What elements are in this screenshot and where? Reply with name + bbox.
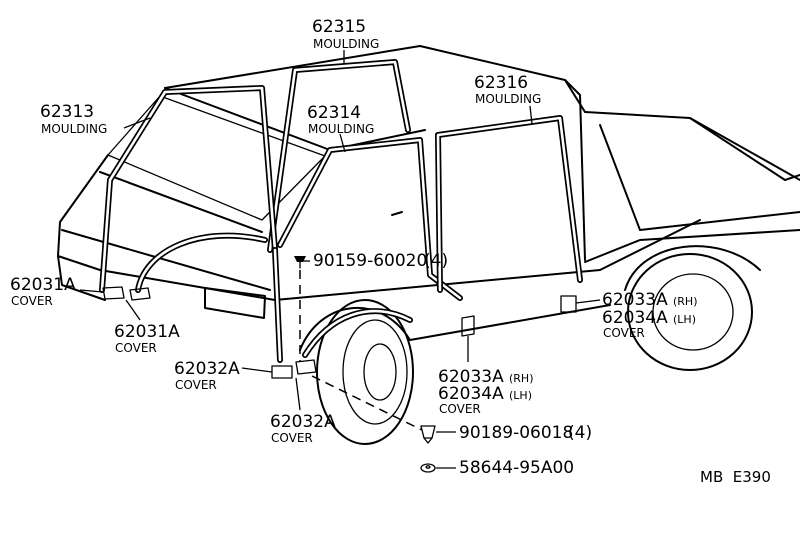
- svg-text:COVER: COVER: [271, 431, 313, 445]
- callout-62315: 62315 MOULDING: [312, 17, 379, 51]
- svg-text:MOULDING: MOULDING: [308, 122, 374, 136]
- svg-text:62031A: 62031A: [10, 275, 76, 295]
- svg-text:(RH): (RH): [509, 372, 534, 385]
- svg-text:62032A: 62032A: [270, 412, 336, 432]
- svg-text:62034A: 62034A: [438, 384, 504, 404]
- callout-screw: 90159-60020 (4): [313, 251, 448, 271]
- svg-text:62031A: 62031A: [114, 322, 180, 342]
- svg-text:(LH): (LH): [673, 313, 696, 326]
- svg-text:58644-95A00: 58644-95A00: [459, 458, 574, 478]
- clip-icon: [420, 425, 436, 444]
- svg-text:(LH): (LH): [509, 389, 532, 402]
- svg-text:62316: 62316: [474, 73, 528, 93]
- callout-62033a-center: 62033A (RH) 62034A (LH) COVER: [438, 367, 534, 416]
- washer-icon: [420, 463, 436, 473]
- callout-62031a-right: 62031A COVER: [114, 322, 180, 355]
- cover-parts: [102, 286, 577, 379]
- screw-icon: [294, 256, 306, 269]
- moulding-62315: [267, 59, 411, 253]
- svg-text:62033A: 62033A: [602, 290, 668, 310]
- callout-62032a-bottom: 62032A COVER: [270, 412, 336, 445]
- callout-62314: 62314 MOULDING: [307, 103, 374, 136]
- svg-text:62034A: 62034A: [602, 308, 668, 328]
- svg-text:(RH): (RH): [673, 295, 698, 308]
- wheel-arch-moulding: [135, 232, 413, 358]
- callout-62313: 62313 MOULDING: [40, 102, 107, 136]
- svg-text:62315: 62315: [312, 17, 366, 37]
- moulding-62313: [99, 85, 278, 293]
- svg-text:COVER: COVER: [175, 378, 217, 392]
- leader-lines: [79, 50, 601, 469]
- svg-text:62032A: 62032A: [174, 359, 240, 379]
- callout-62031a-left: 62031A COVER: [10, 275, 76, 308]
- svg-text:62314: 62314: [307, 103, 361, 123]
- svg-text:(4): (4): [424, 251, 448, 271]
- svg-text:MOULDING: MOULDING: [475, 92, 541, 106]
- svg-text:COVER: COVER: [115, 341, 157, 355]
- svg-text:62313: 62313: [40, 102, 94, 122]
- svg-text:62033A: 62033A: [438, 367, 504, 387]
- svg-text:COVER: COVER: [603, 326, 645, 340]
- callout-clip: 90189-06018 (4): [459, 423, 592, 443]
- svg-text:COVER: COVER: [11, 294, 53, 308]
- callout-62316: 62316 MOULDING: [474, 73, 541, 106]
- svg-text:MOULDING: MOULDING: [313, 37, 379, 51]
- svg-text:COVER: COVER: [439, 402, 481, 416]
- moulding-62314: [272, 137, 463, 363]
- diagram-reference: MB E390: [700, 468, 771, 486]
- svg-text:90159-60020: 90159-60020: [313, 251, 427, 271]
- moulding-62316: [435, 115, 583, 293]
- svg-text:MOULDING: MOULDING: [41, 122, 107, 136]
- callout-washer: 58644-95A00: [459, 458, 574, 478]
- callout-62032a-left: 62032A COVER: [174, 359, 240, 392]
- svg-text:(4): (4): [568, 423, 592, 443]
- callout-62033a-right: 62033A (RH) 62034A (LH) COVER: [602, 290, 698, 340]
- svg-text:90189-06018: 90189-06018: [459, 423, 573, 443]
